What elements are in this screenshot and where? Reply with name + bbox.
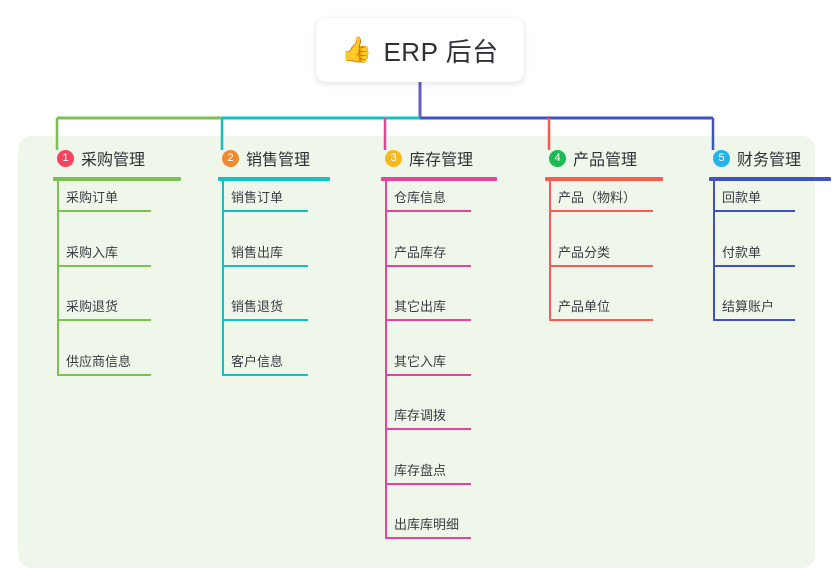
leaf-node-label: 采购订单 bbox=[66, 190, 119, 205]
leaf-node-underline bbox=[224, 264, 308, 267]
leaf-node-label: 其它出库 bbox=[394, 299, 447, 314]
branch-underline-2 bbox=[218, 177, 330, 181]
branch-column-3: 3 库存管理仓库信息产品库存其它出库其它入库库存调拨库存盘点出库库明细 bbox=[363, 146, 497, 539]
leaf-node-label: 结算账户 bbox=[722, 299, 775, 314]
leaf-node-label: 付款单 bbox=[722, 244, 762, 260]
branch-spine-5 bbox=[713, 177, 715, 321]
leaf-node-label: 采购退货 bbox=[66, 299, 119, 314]
branch-header-2[interactable]: 2 销售管理 bbox=[200, 146, 310, 170]
leaf-node-underline bbox=[715, 264, 795, 267]
branch-badge-1: 1 bbox=[57, 149, 74, 167]
leaf-node-label: 仓库信息 bbox=[394, 190, 447, 205]
leaf-node-label: 产品（物料） bbox=[558, 190, 637, 205]
diagram-background-panel bbox=[18, 136, 815, 568]
leaf-node-underline bbox=[387, 428, 471, 430]
branch-spine-4 bbox=[549, 177, 551, 321]
leaf-node-underline bbox=[715, 210, 795, 212]
branch-badge-5: 5 bbox=[713, 149, 730, 167]
leaf-node-underline bbox=[715, 319, 795, 321]
leaf-node-label: 销售出库 bbox=[231, 244, 284, 260]
leaf-node-underline bbox=[59, 210, 151, 212]
leaf-node-label: 回款单 bbox=[722, 190, 762, 205]
branch-title-1: 采购管理 bbox=[81, 152, 146, 169]
leaf-node-underline bbox=[387, 264, 471, 267]
branch-column-2: 2 销售管理销售订单销售出库销售退货客户信息 bbox=[200, 146, 330, 376]
leaf-node-label: 销售退货 bbox=[231, 299, 284, 314]
leaf-node-label: 产品分类 bbox=[558, 244, 611, 260]
branch-badge-4: 4 bbox=[549, 149, 566, 167]
branch-spine-1 bbox=[57, 177, 59, 376]
leaf-node-label: 供应商信息 bbox=[66, 353, 132, 369]
branch-spine-2 bbox=[222, 177, 224, 376]
root-node-erp-backend[interactable]: 👍 ERP 后台 bbox=[316, 18, 524, 82]
branch-underline-5 bbox=[709, 177, 831, 181]
leaf-node-underline bbox=[387, 537, 471, 539]
branch-header-3[interactable]: 3 库存管理 bbox=[363, 146, 473, 170]
leaf-node-label: 产品库存 bbox=[394, 244, 447, 260]
leaf-node-underline bbox=[551, 264, 653, 267]
branch-title-4: 产品管理 bbox=[573, 152, 638, 169]
leaf-node-label: 产品单位 bbox=[558, 299, 611, 314]
branch-header-1[interactable]: 1 采购管理 bbox=[35, 146, 145, 170]
leaf-node-label: 库存调拨 bbox=[394, 408, 447, 423]
leaf-node-underline bbox=[59, 264, 151, 267]
leaf-node-underline bbox=[224, 373, 308, 376]
branch-title-2: 销售管理 bbox=[246, 152, 311, 169]
root-node-content: 👍 ERP 后台 bbox=[341, 32, 498, 69]
branch-column-5: 5 财务管理回款单付款单结算账户 bbox=[691, 146, 831, 321]
leaf-node-label: 销售订单 bbox=[231, 190, 284, 205]
leaf-node-underline bbox=[59, 319, 151, 321]
branch-spine-3 bbox=[385, 177, 387, 539]
branch-underline-1 bbox=[53, 177, 181, 181]
thumbs-up-icon: 👍 bbox=[341, 35, 373, 64]
leaf-node-underline bbox=[551, 319, 653, 321]
leaf-node-underline bbox=[387, 373, 471, 376]
leaf-node-label: 采购入库 bbox=[66, 244, 119, 260]
branch-title-5: 财务管理 bbox=[737, 152, 802, 169]
leaf-node-label: 库存盘点 bbox=[394, 462, 447, 478]
branch-column-1: 1 采购管理采购订单采购入库采购退货供应商信息 bbox=[35, 146, 181, 376]
branch-underline-4 bbox=[545, 177, 663, 181]
leaf-node-underline bbox=[224, 210, 308, 212]
leaf-node-underline bbox=[224, 319, 308, 321]
leaf-node-underline bbox=[387, 319, 471, 321]
leaf-node-underline bbox=[387, 210, 471, 212]
leaf-node-label: 客户信息 bbox=[231, 353, 284, 369]
branch-title-3: 库存管理 bbox=[409, 152, 474, 169]
leaf-node-label: 出库库明细 bbox=[394, 517, 460, 532]
branch-header-5[interactable]: 5 财务管理 bbox=[691, 146, 801, 170]
root-node-title: ERP 后台 bbox=[383, 36, 499, 67]
branch-header-4[interactable]: 4 产品管理 bbox=[527, 146, 637, 170]
branch-badge-2: 2 bbox=[222, 149, 239, 167]
branch-badge-3: 3 bbox=[385, 149, 402, 167]
leaf-node-underline bbox=[387, 482, 471, 485]
leaf-node-underline bbox=[59, 373, 151, 376]
leaf-node-label: 其它入库 bbox=[394, 353, 447, 369]
branch-column-4: 4 产品管理产品（物料） 产品分类产品单位 bbox=[527, 146, 663, 321]
leaf-node-underline bbox=[551, 210, 653, 212]
branch-underline-3 bbox=[381, 177, 497, 181]
